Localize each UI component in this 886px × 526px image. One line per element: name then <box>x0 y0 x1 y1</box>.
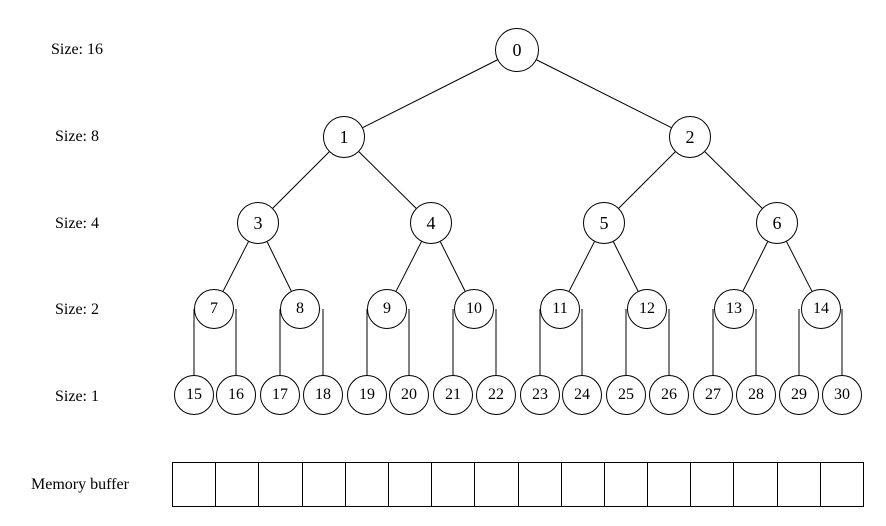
edge-6-14 <box>786 241 813 292</box>
tree-node-27: 27 <box>693 375 733 415</box>
edge-0-2 <box>536 59 672 129</box>
edge-0-1 <box>362 59 498 129</box>
memory-buffer-cell <box>259 463 303 506</box>
edge-2-5 <box>618 151 676 209</box>
edge-4-10 <box>439 241 466 292</box>
memory-buffer-cell <box>648 463 692 506</box>
edge-1-4 <box>358 151 417 209</box>
tree-node-30: 30 <box>822 375 862 415</box>
edge-6-13 <box>742 241 769 292</box>
edge-2-6 <box>704 151 763 209</box>
memory-buffer-cell <box>562 463 605 506</box>
tree-node-22: 22 <box>476 375 516 415</box>
tree-node-6: 6 <box>756 202 798 244</box>
tree-node-26: 26 <box>649 375 689 415</box>
tree-node-15: 15 <box>174 375 214 415</box>
level-label-size-16: Size: 16 <box>51 41 103 58</box>
tree-node-7: 7 <box>194 289 234 329</box>
tree-node-19: 19 <box>347 375 387 415</box>
memory-buffer-cell <box>346 463 389 506</box>
tree-node-29: 29 <box>779 375 819 415</box>
edge-3-8 <box>266 241 292 292</box>
tree-node-24: 24 <box>562 375 602 415</box>
edge-4-9 <box>395 241 422 292</box>
tree-node-10: 10 <box>454 289 494 329</box>
tree-node-2: 2 <box>669 116 711 158</box>
tree-node-17: 17 <box>260 375 300 415</box>
tree-node-13: 13 <box>714 289 754 329</box>
memory-buffer-cell <box>519 463 562 506</box>
memory-buffer-cell <box>303 463 346 506</box>
memory-buffer-cell <box>216 463 260 506</box>
level-label-size-2: Size: 2 <box>55 301 99 318</box>
tree-node-25: 25 <box>606 375 646 415</box>
tree-node-4: 4 <box>410 202 452 244</box>
edge-3-7 <box>222 241 249 292</box>
tree-node-3: 3 <box>237 202 279 244</box>
tree-node-8: 8 <box>280 289 320 329</box>
memory-buffer-cell <box>173 463 217 506</box>
tree-node-5: 5 <box>583 202 625 244</box>
memory-buffer-cell <box>821 463 863 506</box>
memory-buffer-cell <box>432 463 476 506</box>
level-label-size-1: Size: 1 <box>55 388 99 405</box>
tree-node-20: 20 <box>389 375 429 415</box>
memory-buffer-cell <box>389 463 433 506</box>
tree-node-16: 16 <box>216 375 256 415</box>
memory-buffer-cell <box>778 463 821 506</box>
edge-5-12 <box>612 241 639 292</box>
tree-node-1: 1 <box>323 116 365 158</box>
tree-node-28: 28 <box>736 375 776 415</box>
level-label-size-8: Size: 8 <box>55 128 99 145</box>
tree-node-18: 18 <box>303 375 343 415</box>
edge-1-3 <box>272 151 330 209</box>
tree-node-11: 11 <box>540 289 580 329</box>
memory-buffer-label: Memory buffer <box>31 476 129 493</box>
memory-buffer <box>172 462 864 507</box>
memory-buffer-cell <box>605 463 649 506</box>
tree-node-12: 12 <box>627 289 667 329</box>
tree-node-0: 0 <box>495 28 539 72</box>
memory-buffer-cell <box>475 463 519 506</box>
memory-buffer-cell <box>691 463 735 506</box>
tree-node-21: 21 <box>433 375 473 415</box>
tree-node-14: 14 <box>801 289 841 329</box>
edge-5-11 <box>568 241 595 292</box>
level-label-size-4: Size: 4 <box>55 215 99 232</box>
tree-node-9: 9 <box>367 289 407 329</box>
memory-buffer-cell <box>734 463 778 506</box>
tree-node-23: 23 <box>520 375 560 415</box>
